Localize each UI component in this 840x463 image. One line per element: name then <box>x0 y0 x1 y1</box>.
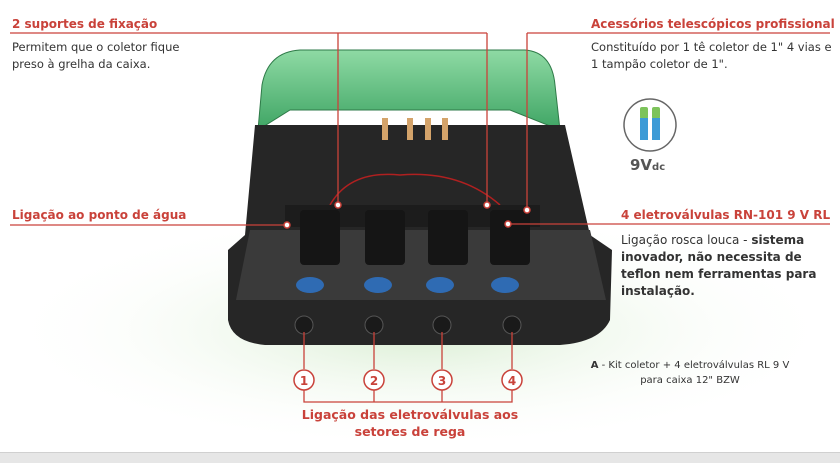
valves-description: Ligação rosca louca - sistema inovador, … <box>621 232 821 300</box>
outlet-number: 2 <box>370 374 378 388</box>
caption-line1: Kit coletor + 4 eletroválvulas RL 9 V <box>608 360 790 371</box>
manifold <box>285 205 540 227</box>
accessories-description: Constituído por 1 tê coletor de 1" 4 via… <box>591 40 832 71</box>
outlet-number: 3 <box>438 374 446 388</box>
caption-letter: A <box>590 360 599 371</box>
product-caption: A - Kit coletor + 4 eletroválvulas RL 9 … <box>590 358 790 388</box>
outlet-number: 4 <box>508 374 516 388</box>
caption-line2: para caixa 12" BZW <box>640 375 740 386</box>
voltage-label: 9Vdc <box>630 156 665 174</box>
battery-icon <box>623 98 677 152</box>
caption-separator: - <box>598 360 609 371</box>
valves-description-regular: Ligação rosca louca - <box>621 233 752 247</box>
water-point-title: Ligação ao ponto de água <box>12 208 187 222</box>
outlet-number-badges: 1 2 3 4 <box>293 369 523 391</box>
box-lid <box>257 49 561 131</box>
callout-lines <box>10 32 830 403</box>
accessories-title: Acessórios telescópicos profissional <box>591 17 835 31</box>
brackets-description: Permitem que o coletor fique preso à gre… <box>12 40 180 71</box>
brackets-title: 2 suportes de fixação <box>12 17 158 31</box>
footer-bar <box>0 452 840 463</box>
outlets-label: Ligação das eletroválvulas aos setores d… <box>301 407 519 439</box>
outlet-number: 1 <box>300 374 308 388</box>
valves-description-bold: sistema inovador, não necessita de teflo… <box>621 233 817 298</box>
blue-fittings <box>296 277 519 293</box>
valves-title: 4 eletroválvulas RN-101 9 V RL <box>621 208 831 222</box>
